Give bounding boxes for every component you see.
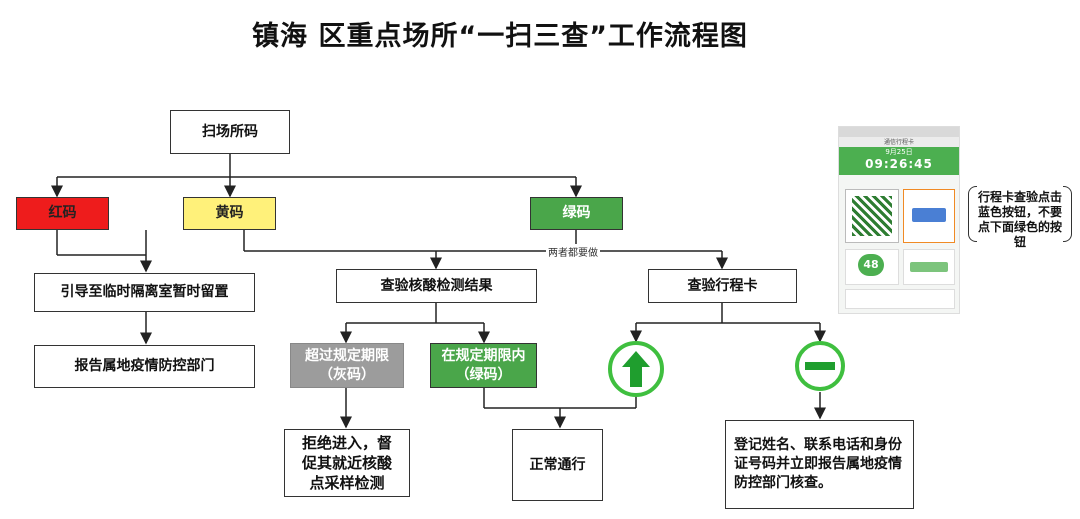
refuse-line3: 点采样检测	[309, 474, 385, 493]
phone-count: 48	[858, 254, 884, 276]
note-text: 行程卡查验点击 蓝色按钮，不要 点下面绿色的按 钮	[972, 186, 1068, 254]
page-title: 镇海 区重点场所“一扫三查”工作流程图	[252, 21, 748, 52]
scan-code-box: 扫场所码	[170, 110, 290, 154]
guide-isolation-label: 引导至临时隔离室暂时留置	[60, 284, 229, 301]
phone-status-bar	[839, 127, 959, 137]
refuse-entry-box: 拒绝进入，督 促其就近核酸 点采样检测	[284, 429, 410, 497]
phone-qr-code	[845, 189, 899, 243]
both-label: 两者都要做	[546, 244, 600, 259]
green-code-label: 绿码	[562, 205, 591, 222]
check-trip-box: 查验行程卡	[648, 269, 797, 303]
expired-box: 超过规定期限 （灰码）	[290, 343, 404, 388]
red-code-label: 红码	[48, 205, 77, 222]
phone-app-title: 通信行程卡	[839, 137, 959, 147]
valid-line1: 在规定期限内	[441, 347, 526, 364]
expired-line1: 超过规定期限	[305, 347, 389, 364]
register-report-box: 登记姓名、联系电话和身份 证号码并立即报告属地疫情 防控部门核查。	[725, 420, 914, 509]
green-code-box: 绿码	[530, 197, 623, 230]
note-line: 钮	[1013, 235, 1026, 249]
register-line3: 防控部门核查。	[734, 474, 832, 491]
register-line2: 证号码并立即报告属地疫情	[734, 456, 902, 473]
phone-bottom-buttons	[845, 289, 955, 309]
expired-line2: （灰码）	[319, 366, 375, 383]
check-nucleic-label: 查验核酸检测结果	[380, 277, 493, 294]
phone-count-panel: 48	[845, 249, 899, 285]
phone-date-banner: 9月25日 09:26:45	[839, 147, 959, 175]
up-arrow-icon	[608, 341, 664, 397]
trip-card-screenshot: 通信行程卡 9月25日 09:26:45 48	[838, 126, 960, 314]
phone-green-button	[903, 249, 955, 285]
check-nucleic-box: 查验核酸检测结果	[336, 269, 537, 303]
note-line: 点下面绿色的按	[978, 220, 1063, 234]
note-line: 行程卡查验点击	[978, 190, 1063, 204]
valid-box: 在规定期限内 （绿码）	[430, 343, 537, 388]
normal-pass-box: 正常通行	[512, 429, 603, 501]
guide-isolation-box: 引导至临时隔离室暂时留置	[34, 273, 255, 312]
normal-pass-label: 正常通行	[529, 456, 586, 473]
scan-code-label: 扫场所码	[202, 123, 258, 140]
report-dept-box: 报告属地疫情防控部门	[34, 345, 255, 388]
phone-date: 9月25日	[885, 148, 913, 156]
valid-line2: （绿码）	[455, 366, 512, 383]
minus-icon	[795, 341, 845, 391]
yellow-code-box: 黄码	[183, 197, 276, 230]
refuse-line1: 拒绝进入，督	[301, 433, 392, 452]
red-code-box: 红码	[16, 197, 109, 230]
refuse-line2: 促其就近核酸	[301, 453, 392, 472]
register-line1: 登记姓名、联系电话和身份	[734, 437, 902, 454]
report-dept-label: 报告属地疫情防控部门	[74, 358, 215, 375]
yellow-code-label: 黄码	[215, 205, 244, 222]
phone-blue-button	[903, 189, 955, 243]
phone-time: 09:26:45	[865, 157, 933, 171]
trip-card-note: 行程卡查验点击 蓝色按钮，不要 点下面绿色的按 钮	[968, 186, 1072, 249]
note-line: 蓝色按钮，不要	[978, 205, 1063, 219]
check-trip-label: 查验行程卡	[687, 277, 758, 294]
